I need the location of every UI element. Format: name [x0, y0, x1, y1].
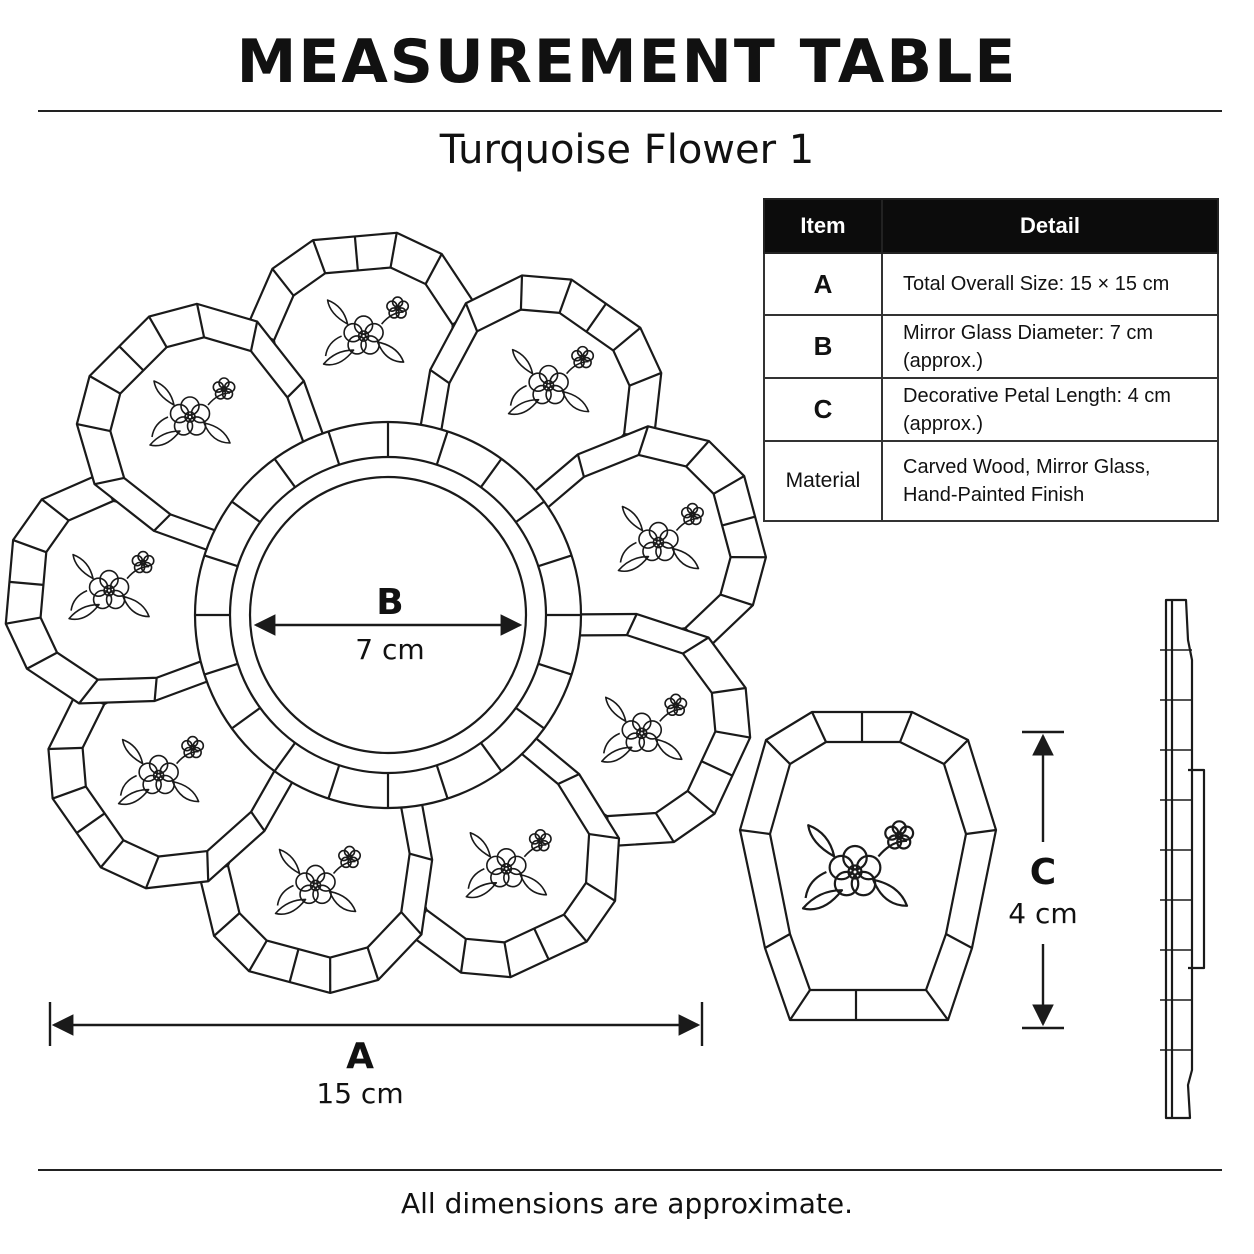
dimension-c-label: C	[1029, 852, 1057, 893]
dimension-a-value: 15 cm	[316, 1077, 404, 1110]
product-name: Turquoise Flower 1	[439, 127, 815, 173]
row-detail: Decorative Petal Length: 4 cm (approx.)	[881, 377, 1219, 442]
detail-line: Hand-Painted Finish	[903, 484, 1085, 506]
row-detail: Carved Wood, Mirror Glass, Hand-Painted …	[881, 440, 1219, 522]
petal-detail-icon	[738, 710, 998, 1022]
flower-mirror-frame-icon	[4, 231, 768, 995]
dimension-b-label: B	[376, 582, 404, 623]
dimension-line-c	[1022, 730, 1064, 1030]
side-profile-icon	[1160, 598, 1206, 1120]
measurement-table: Item Detail A Total Overall Size: 15 × 1…	[763, 198, 1219, 522]
bottom-divider	[38, 1169, 1222, 1171]
row-detail: Mirror Glass Diameter: 7 cm (approx.)	[881, 314, 1219, 379]
row-item: Material	[763, 440, 883, 522]
row-item: A	[763, 252, 883, 316]
table-row: Material Carved Wood, Mirror Glass, Hand…	[763, 440, 1219, 522]
row-item: B	[763, 314, 883, 379]
top-divider	[38, 110, 1222, 112]
table-header-row: Item Detail	[763, 198, 1219, 254]
table-row: A Total Overall Size: 15 × 15 cm	[763, 252, 1219, 316]
table-row: B Mirror Glass Diameter: 7 cm (approx.)	[763, 314, 1219, 379]
column-header-detail: Detail	[881, 198, 1219, 254]
page-title: MEASUREMENT TABLE	[236, 27, 1018, 97]
dimension-c-value: 4 cm	[1008, 897, 1078, 930]
table-row: C Decorative Petal Length: 4 cm (approx.…	[763, 377, 1219, 442]
footer-note: All dimensions are approximate.	[400, 1187, 854, 1220]
column-header-item: Item	[763, 198, 883, 254]
dimension-a-label: A	[346, 1036, 374, 1077]
dimension-b-value: 7 cm	[355, 633, 425, 666]
row-detail: Total Overall Size: 15 × 15 cm	[881, 252, 1219, 316]
row-item: C	[763, 377, 883, 442]
detail-line: Carved Wood, Mirror Glass,	[903, 456, 1151, 478]
dimension-line-a	[48, 1002, 704, 1046]
